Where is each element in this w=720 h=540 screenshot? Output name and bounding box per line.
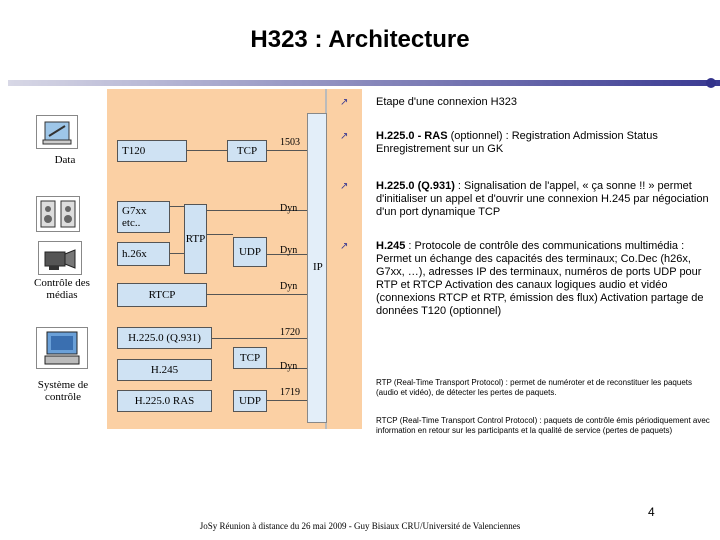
rtp-box: RTP <box>184 204 207 274</box>
computer-icon <box>36 327 88 369</box>
port-dyn-1: Dyn <box>280 203 298 214</box>
title-rule <box>8 80 720 86</box>
port-dyn-2: Dyn <box>280 245 298 256</box>
bullet-item: ↗ H.225.0 (Q.931) : Signalisation de l'a… <box>340 180 709 218</box>
architecture-diagram: Data Contrôle des médias Système de cont… <box>30 89 362 429</box>
h2250-ras-box: H.225.0 RAS <box>117 390 212 412</box>
link-udp-ip-1 <box>207 210 307 211</box>
t120-box: T120 <box>117 140 187 162</box>
ip-layer-bar <box>307 113 327 423</box>
footer-text: JoSy Réunion à distance du 26 mai 2009 -… <box>199 521 521 531</box>
bullet-item: ↗ H.245 : Protocole de contrôle des comm… <box>340 240 704 317</box>
link-t120-tcp <box>187 150 227 151</box>
link-g7xx-rtp <box>170 206 184 207</box>
arrow-bullet-icon: ↗ <box>340 181 349 192</box>
g7xx-box: G7xx etc.. <box>117 201 170 233</box>
link-h26x-rtp <box>170 253 184 254</box>
h2250-q931-box: H.225.0 (Q.931) <box>117 327 212 349</box>
arrow-bullet-icon: ↗ <box>340 131 349 142</box>
tcp-box-top: TCP <box>227 140 267 162</box>
media-control-label: Contrôle des médias <box>34 277 90 301</box>
slide-title: H323 : Architecture <box>250 26 470 53</box>
title-rule-dot <box>706 78 716 88</box>
bullet-item: ↗ Etape d'une connexion H323 <box>340 96 517 108</box>
link-rtp-udp <box>207 234 233 235</box>
udp-box-bottom: UDP <box>233 390 267 412</box>
data-device-icon <box>36 115 78 149</box>
port-1503: 1503 <box>280 137 300 148</box>
tcp-box-bottom: TCP <box>233 347 267 369</box>
data-device-label: Data <box>54 154 76 166</box>
port-1720: 1720 <box>280 327 300 338</box>
port-dyn-4: Dyn <box>280 361 298 372</box>
h26x-box: h.26x <box>117 242 170 266</box>
ip-layer-label: IP <box>313 261 323 273</box>
bullet-item: ↗ H.225.0 - RAS (optionnel) : Registrati… <box>340 130 658 155</box>
link-ras-ip <box>267 400 307 401</box>
h245-box: H.245 <box>117 359 212 381</box>
link-rtcp-ip <box>187 294 307 295</box>
rtcp-box: RTCP <box>117 283 207 307</box>
port-1719: 1719 <box>280 387 300 398</box>
port-dyn-3: Dyn <box>280 281 298 292</box>
arrow-bullet-icon: ↗ <box>340 241 349 252</box>
page-number: 4 <box>648 505 655 519</box>
camera-icon <box>38 241 82 275</box>
rtcp-note: RTCP (Real-Time Transport Control Protoc… <box>376 416 710 435</box>
control-system-label: Système de contrôle <box>37 379 89 403</box>
link-udp-ip-2 <box>267 254 307 255</box>
link-h245-ip <box>267 368 307 369</box>
arrow-bullet-icon: ↗ <box>340 97 349 108</box>
link-q931-ip <box>212 338 307 339</box>
speaker-icon <box>36 196 80 232</box>
rtp-note: RTP (Real-Time Transport Protocol) : per… <box>376 378 692 397</box>
udp-box-mid: UDP <box>233 237 267 267</box>
link-tcp-ip <box>267 150 307 151</box>
